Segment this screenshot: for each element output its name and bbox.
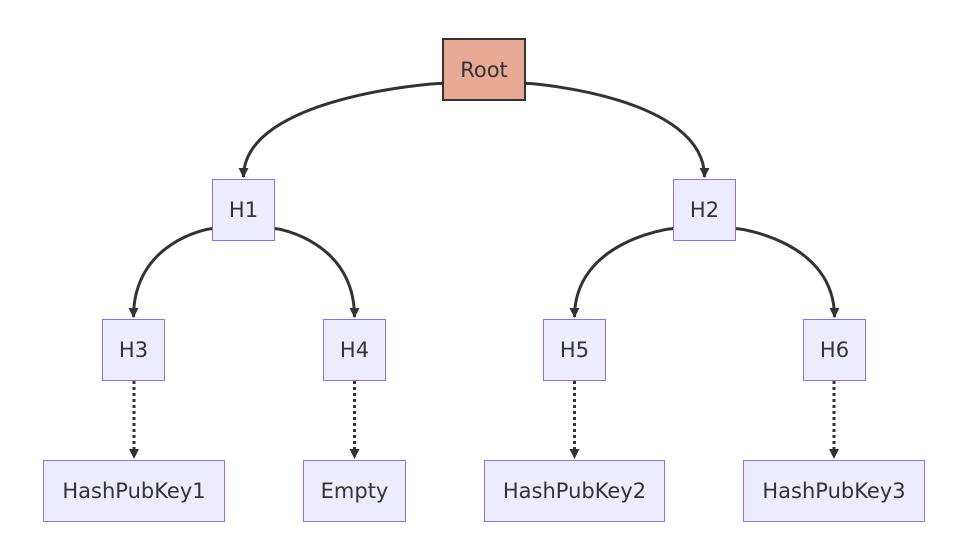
node-h3-label: H3: [118, 338, 149, 362]
edge-root-to-h1: [238, 81, 443, 178]
node-leaf-hashpubkey1-label: HashPubKey1: [62, 479, 206, 503]
node-leaf-hashpubkey1: HashPubKey1: [43, 460, 225, 522]
node-h4-label: H4: [339, 338, 370, 362]
node-leaf-hashpubkey2-label: HashPubKey2: [502, 479, 647, 503]
edge-root-to-h2: [525, 81, 710, 178]
node-root: Root: [442, 38, 526, 101]
node-h2: H2: [673, 179, 736, 241]
node-leaf-empty-label: Empty: [320, 479, 389, 503]
edge-h1-to-h3: [128, 227, 213, 318]
node-h2-label: H2: [689, 198, 720, 222]
node-leaf-hashpubkey3-label: HashPubKey3: [762, 479, 906, 503]
node-h1-label: H1: [228, 198, 259, 222]
edge-h1-to-h4: [274, 227, 360, 318]
node-leaf-hashpubkey2: HashPubKey2: [484, 460, 665, 522]
node-h5: H5: [543, 319, 606, 381]
edge-h2-to-h6: [735, 227, 840, 318]
node-h3: H3: [102, 319, 165, 381]
edge-h2-to-h5: [569, 227, 674, 318]
node-h5-label: H5: [559, 338, 590, 362]
node-h1: H1: [212, 179, 275, 241]
node-root-label: Root: [460, 57, 508, 82]
node-h4: H4: [323, 319, 386, 381]
node-h6: H6: [803, 319, 866, 381]
node-h6-label: H6: [819, 338, 850, 362]
node-leaf-empty: Empty: [303, 460, 406, 522]
node-leaf-hashpubkey3: HashPubKey3: [743, 460, 925, 522]
